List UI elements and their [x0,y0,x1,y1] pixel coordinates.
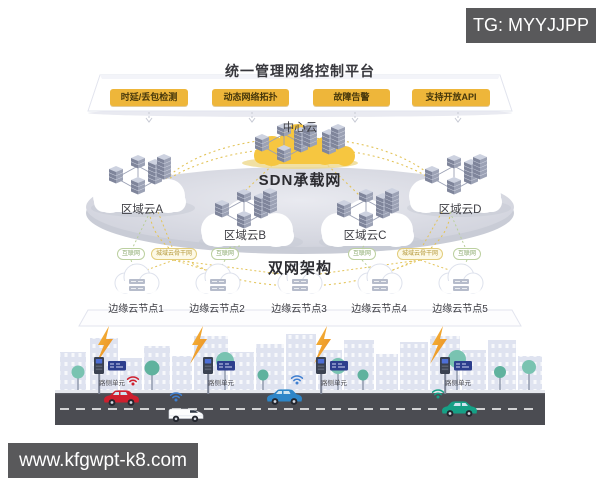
network-pill-backbone-1: 城域云骨干网 [150,248,198,260]
edge-node-4-label: 边缘云节点4 [351,304,407,315]
regional-cloud-a-label: 区域云A [120,204,164,216]
sdn-network-label: SDN承载网 [258,172,342,189]
edge-node-3-label: 边缘云节点3 [271,304,327,315]
network-pill-internet-1: 互联网 [116,248,146,260]
edge-node-1-label: 边缘云节点1 [108,304,164,315]
city-skyline [60,334,542,393]
control-platform-slab [87,74,513,117]
page-title: 统一管理网络控制平台 [225,63,375,79]
edge-node-5-label: 边缘云节点5 [432,304,488,315]
backbone-dotted-links [140,211,456,276]
network-pill-backbone-2: 城域云骨干网 [396,248,444,260]
chevron-down-icon [145,112,462,123]
regional-cloud-b-label: 区域云B [223,230,267,242]
watermark-url: www.kfgwpt-k8.com [8,443,198,478]
feature-chip-topology: 动态网络拓扑 [212,89,289,106]
feature-chip-open-api: 支持开放API [412,89,490,106]
rsu-1-label: 路侧单元 [99,380,125,387]
dual-network-label: 双网架构 [267,260,333,277]
edge-platform-slab [78,309,522,327]
feature-chip-latency: 时延/丢包检测 [110,89,188,106]
network-pill-internet-2: 互联网 [210,248,240,260]
center-cloud-label: 中心云 [282,122,318,134]
network-pill-internet-3: 互联网 [347,248,377,260]
regional-cloud-d-label: 区域云D [438,204,482,216]
regional-cloud-c-label: 区域云C [343,230,387,242]
rsu-2-label: 路侧单元 [208,380,234,387]
feature-chip-alarm: 故障告警 [313,89,390,106]
watermark-telegram: TG: MYYJJPP [466,8,596,43]
edge-node-2-label: 边缘云节点2 [189,304,245,315]
network-pill-internet-4: 互联网 [452,248,482,260]
rsu-4-label: 路侧单元 [445,380,471,387]
rsu-3-label: 路侧单元 [321,380,347,387]
